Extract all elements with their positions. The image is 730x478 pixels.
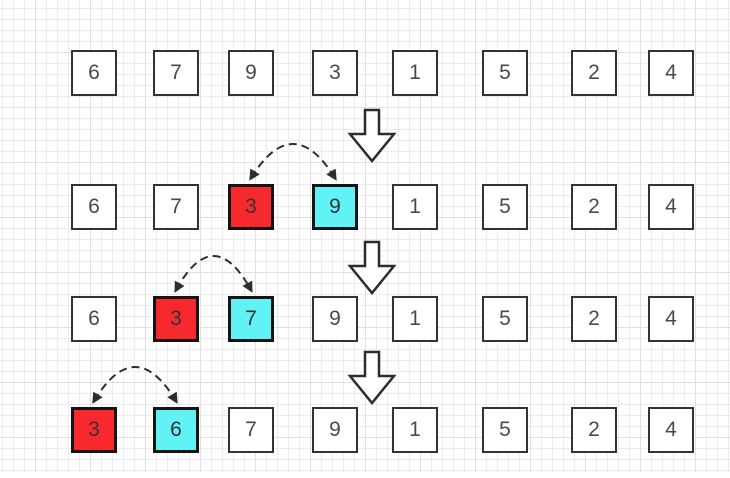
cell-value: 7: [170, 61, 182, 84]
cell-value: 7: [170, 195, 182, 218]
cell-value: 2: [588, 195, 600, 218]
cell-value: 2: [588, 307, 600, 330]
array-cell: 7: [153, 184, 199, 230]
cell-value: 3: [329, 61, 341, 84]
cell-value: 6: [88, 61, 100, 84]
cell-value: 5: [499, 307, 511, 330]
array-cell: 5: [482, 184, 528, 230]
cell-value: 9: [329, 418, 341, 441]
cell-value: 1: [409, 61, 421, 84]
array-cell: 1: [392, 407, 438, 453]
array-cell: 9: [312, 296, 358, 342]
array-cell-cyan: 6: [153, 407, 199, 453]
array-cell: 4: [648, 184, 694, 230]
swap-arc-icon: [174, 255, 253, 293]
array-cell: 3: [312, 50, 358, 96]
array-cell-red: 3: [71, 407, 117, 453]
cell-value: 9: [329, 195, 341, 218]
array-cell: 1: [392, 184, 438, 230]
array-cell: 2: [571, 407, 617, 453]
array-cell: 5: [482, 50, 528, 96]
cell-value: 1: [409, 418, 421, 441]
array-cell-red: 3: [228, 184, 274, 230]
array-cell: 7: [228, 407, 274, 453]
cell-value: 3: [88, 418, 100, 441]
array-cell: 1: [392, 50, 438, 96]
array-cell: 9: [312, 407, 358, 453]
array-cell: 6: [71, 184, 117, 230]
array-cell: 2: [571, 296, 617, 342]
array-cell-cyan: 7: [228, 296, 274, 342]
down-arrow-icon: [347, 350, 397, 405]
cell-value: 3: [170, 307, 182, 330]
array-cell: 4: [648, 50, 694, 96]
cell-value: 7: [245, 418, 257, 441]
array-cell-cyan: 9: [312, 184, 358, 230]
array-cell: 2: [571, 184, 617, 230]
cell-value: 9: [329, 307, 341, 330]
cell-value: 1: [409, 307, 421, 330]
array-cell: 2: [571, 50, 617, 96]
array-cell: 5: [482, 407, 528, 453]
cell-value: 6: [170, 418, 182, 441]
cell-value: 4: [665, 195, 677, 218]
cell-value: 4: [665, 307, 677, 330]
cell-value: 5: [499, 418, 511, 441]
cell-value: 6: [88, 307, 100, 330]
cell-value: 4: [665, 61, 677, 84]
array-cell-red: 3: [153, 296, 199, 342]
array-cell: 5: [482, 296, 528, 342]
down-arrow-icon: [347, 108, 397, 163]
cell-value: 2: [588, 61, 600, 84]
cell-value: 2: [588, 418, 600, 441]
down-arrow-icon: [347, 240, 397, 295]
array-cell: 4: [648, 407, 694, 453]
cell-value: 6: [88, 195, 100, 218]
cell-value: 5: [499, 195, 511, 218]
cell-value: 5: [499, 61, 511, 84]
cell-value: 7: [245, 307, 257, 330]
array-cell: 1: [392, 296, 438, 342]
cell-value: 1: [409, 195, 421, 218]
swap-arc-icon: [92, 366, 178, 404]
cell-value: 3: [245, 195, 257, 218]
array-cell: 9: [228, 50, 274, 96]
cell-value: 9: [245, 61, 257, 84]
array-cell: 4: [648, 296, 694, 342]
cell-value: 4: [665, 418, 677, 441]
swap-arc-icon: [249, 143, 337, 181]
array-cell: 6: [71, 296, 117, 342]
array-cell: 6: [71, 50, 117, 96]
array-cell: 7: [153, 50, 199, 96]
